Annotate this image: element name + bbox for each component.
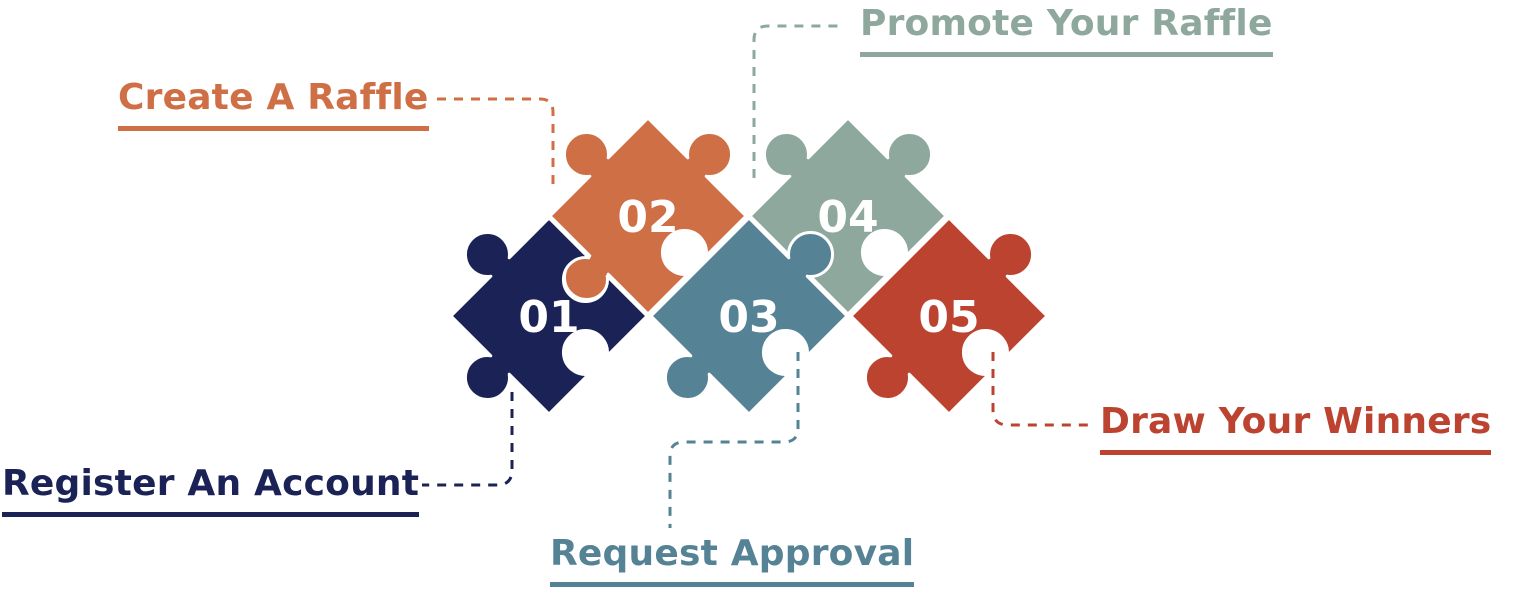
puzzle-piece-shape	[449, 216, 649, 416]
step-number: 01	[518, 292, 579, 343]
step-number: 04	[817, 192, 878, 243]
connector-step-05	[991, 352, 1088, 427]
step-number: 05	[918, 292, 979, 343]
step-number: 02	[617, 192, 678, 243]
step-label-create-a-raffle: Create A Raffle	[118, 76, 429, 131]
connector-step-01	[422, 392, 514, 487]
puzzle-piece-shape	[649, 216, 849, 416]
puzzle-piece-shape	[548, 116, 748, 316]
connectors	[422, 24, 1088, 528]
step-label-promote-your-raffle: Promote Your Raffle	[860, 2, 1273, 57]
step-label-register-an-account: Register An Account	[2, 462, 420, 517]
connector-step-04	[752, 24, 845, 178]
puzzle-piece-01: 01	[449, 216, 649, 416]
step-number: 03	[718, 292, 779, 343]
puzzle-piece-05: 05	[849, 216, 1049, 416]
connector-step-02	[437, 97, 555, 188]
puzzle-piece-shape	[849, 216, 1049, 416]
step-label-draw-your-winners: Draw Your Winners	[1100, 400, 1492, 455]
puzzle-piece-03: 03	[649, 216, 849, 416]
step-label-request-approval: Request Approval	[550, 532, 915, 587]
puzzle-piece-02: 02	[548, 116, 748, 316]
puzzle-pieces: 02 04 01 03 05	[449, 116, 1049, 416]
